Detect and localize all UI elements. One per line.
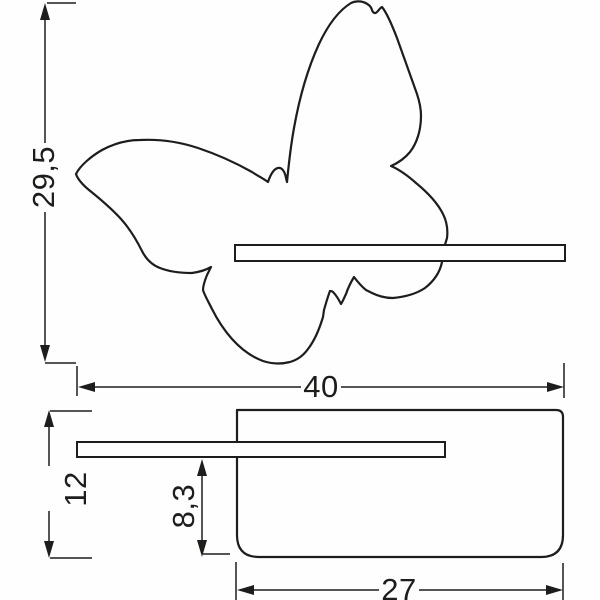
arrow-up-icon (44, 410, 54, 427)
arrow-left-icon (237, 585, 254, 595)
lamp-body-side (235, 408, 565, 559)
arrow-right-icon (546, 585, 563, 595)
side-height-label: 12 (58, 471, 93, 506)
shelf-board-front (234, 244, 566, 262)
shelf-board-side (76, 441, 446, 458)
shelf-offset-label: 8,3 (166, 484, 201, 529)
arrow-right-icon (547, 382, 564, 392)
arrow-left-icon (78, 382, 95, 392)
side-depth-label: 27 (381, 572, 416, 600)
dimension-front-width: 40 (76, 363, 565, 404)
dimension-side-depth: 27 (235, 562, 564, 600)
dimension-side-height: 12 (44, 410, 93, 559)
front-view-group: 29,5 40 (26, 0, 566, 404)
dimension-front-height: 29,5 (26, 2, 76, 364)
front-height-label: 29,5 (26, 146, 61, 208)
arrow-down-icon (197, 540, 207, 557)
dimension-shelf-offset: 8,3 (166, 459, 230, 557)
arrow-up-icon (197, 459, 207, 476)
arrow-down-icon (40, 345, 50, 362)
arrow-up-icon (40, 3, 50, 20)
butterfly-outline (74, 0, 449, 365)
side-view-group: 12 8,3 27 (44, 408, 565, 600)
front-width-label: 40 (303, 369, 338, 404)
arrow-down-icon (44, 541, 54, 558)
